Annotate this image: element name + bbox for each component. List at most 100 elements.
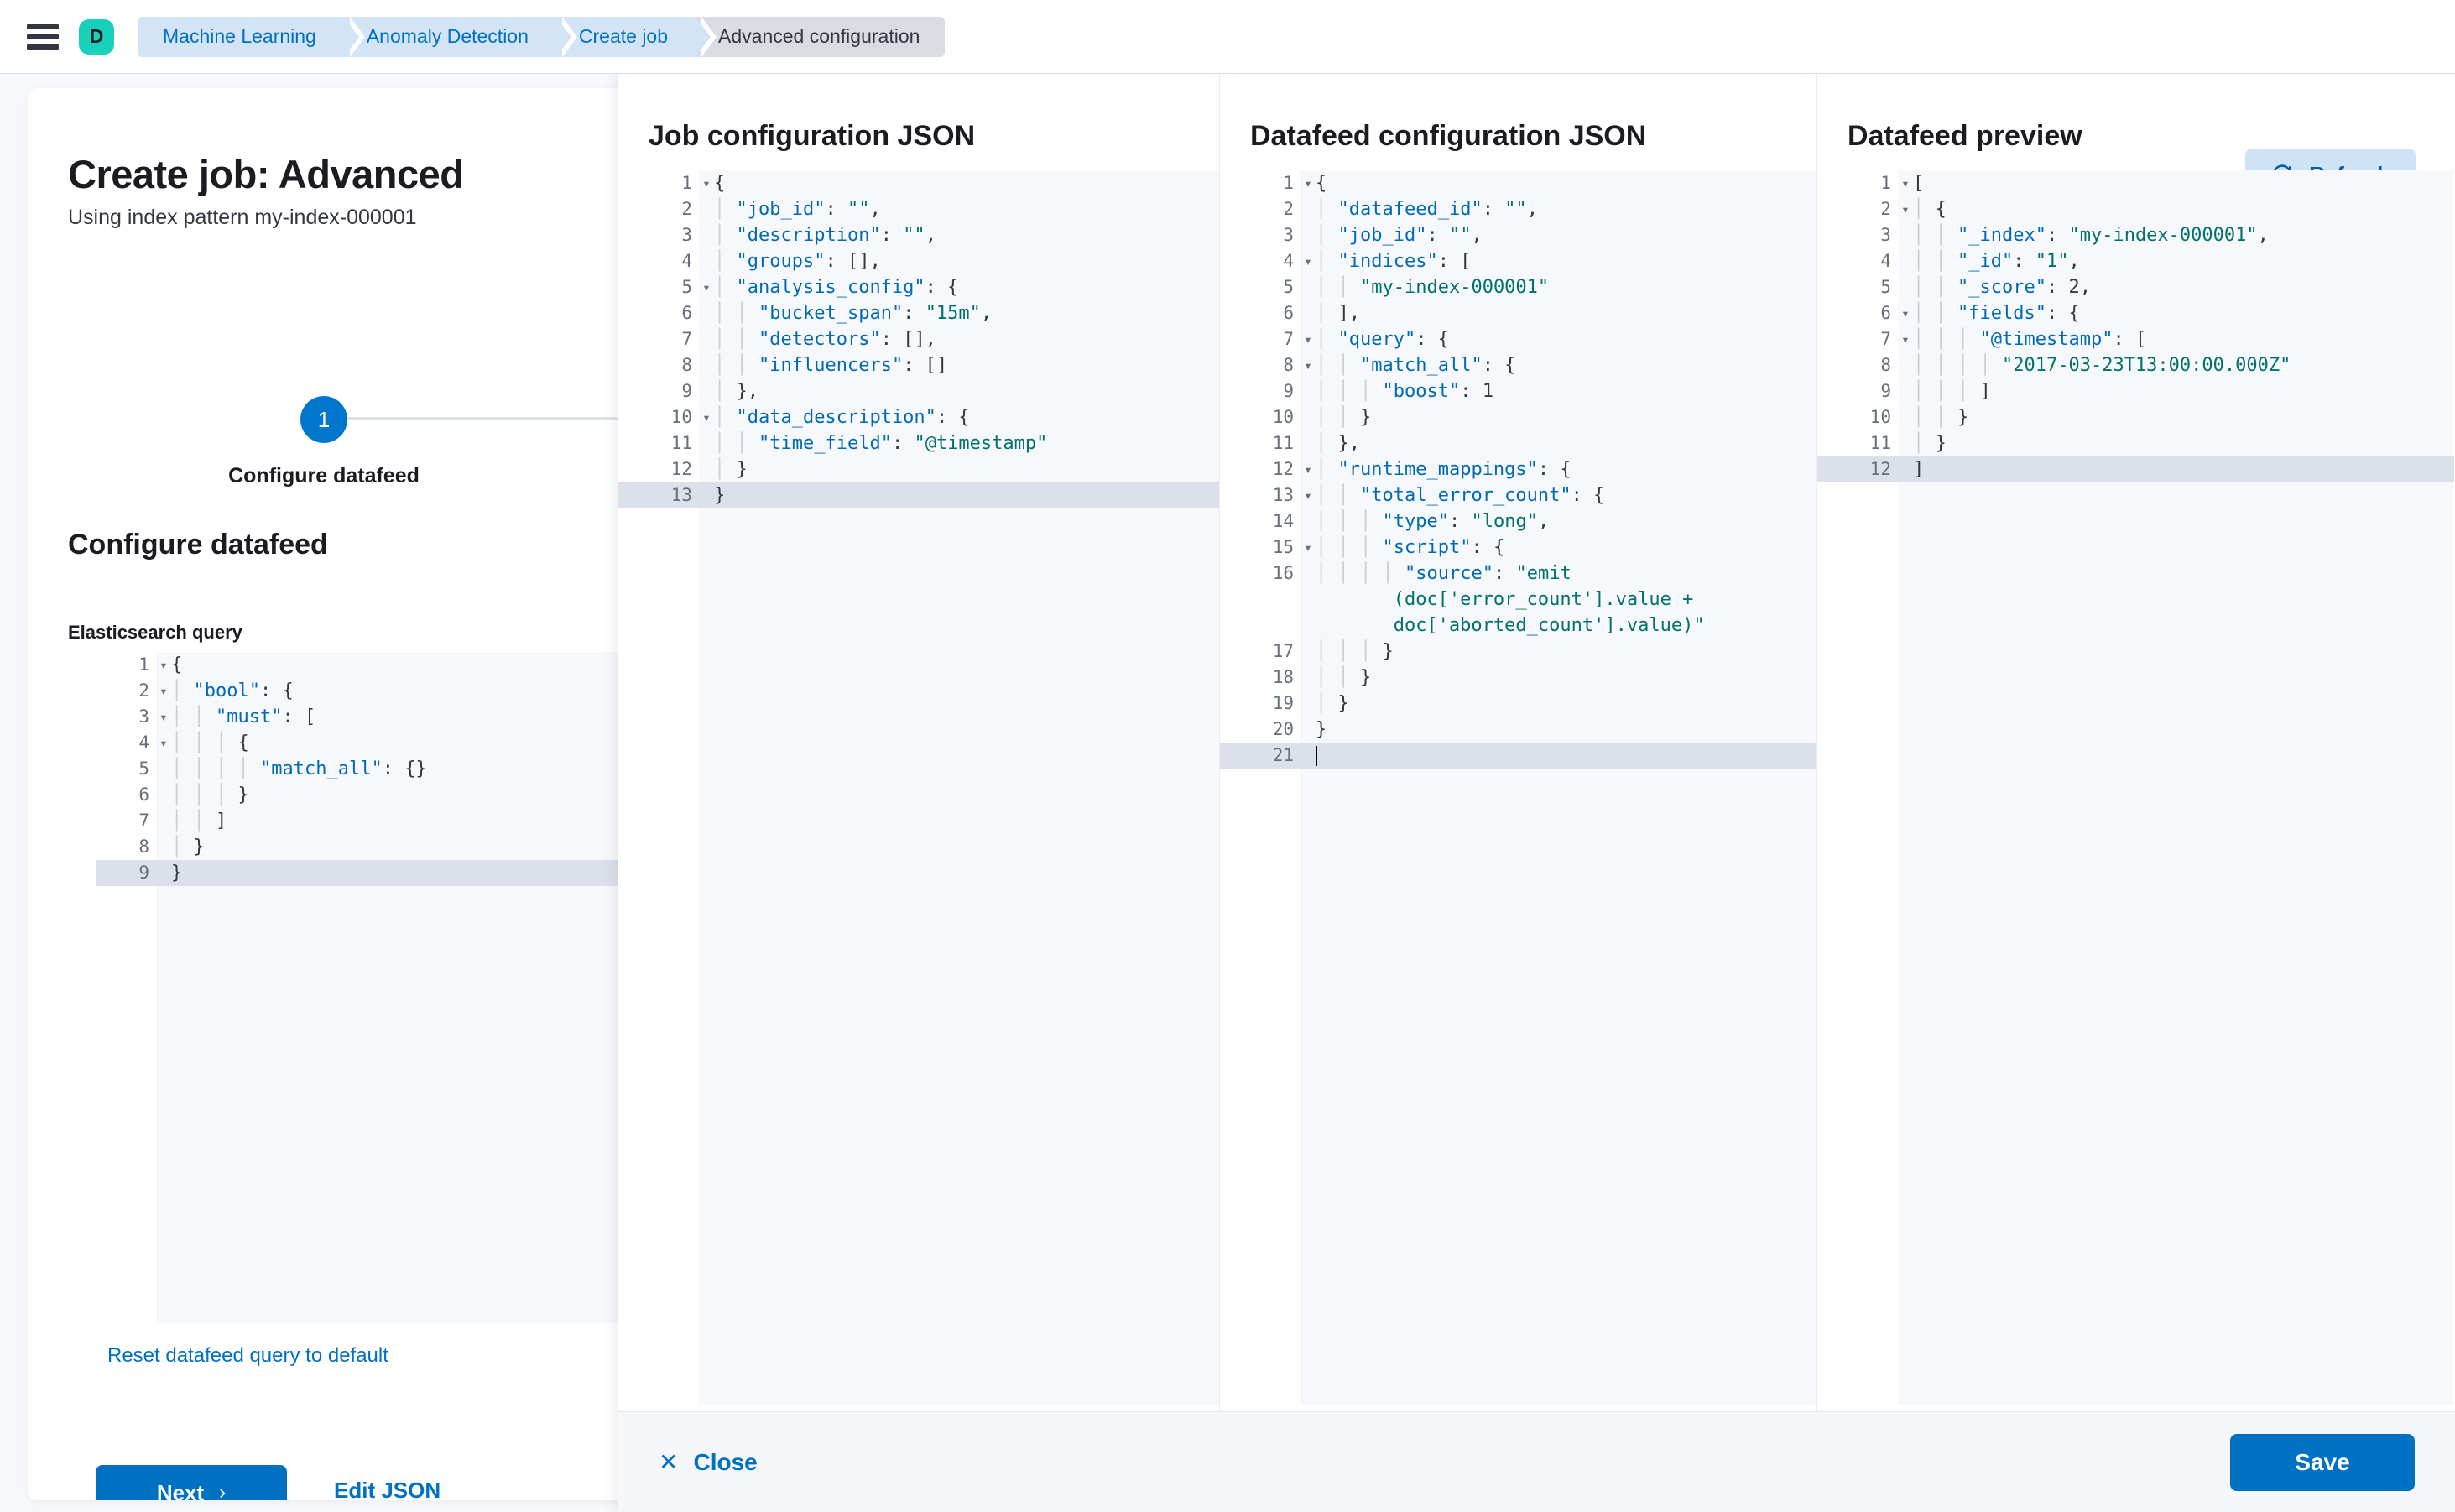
editor-line[interactable]: 8│ │ "influencers": []: [618, 352, 1219, 378]
editor-line[interactable]: 4▾│ │ │ {: [96, 730, 649, 756]
fold-toggle-icon[interactable]: ▾: [1901, 201, 1910, 217]
editor-line[interactable]: 12│ }: [618, 456, 1219, 482]
fold-toggle-icon[interactable]: ▾: [1304, 331, 1312, 347]
elasticsearch-query-editor[interactable]: 1▾{2▾│ "bool": {3▾│ │ "must": [4▾│ │ │ {…: [96, 652, 649, 1323]
editor-line[interactable]: 19│ }: [1220, 691, 1816, 717]
reset-datafeed-query-link[interactable]: Reset datafeed query to default: [107, 1344, 388, 1367]
editor-line[interactable]: 2│ "datafeed_id": "",: [1220, 196, 1816, 222]
editor-line[interactable]: 10▾│ "data_description": {: [618, 404, 1219, 430]
editor-line[interactable]: 7▾│ "query": {: [1220, 326, 1816, 352]
editor-line[interactable]: 3│ │ "_index": "my-index-000001",: [1817, 222, 2454, 248]
fold-toggle-icon[interactable]: ▾: [702, 279, 711, 295]
breadcrumb-item-machine-learning[interactable]: Machine Learning: [138, 16, 365, 57]
editor-line[interactable]: 5│ │ "my-index-000001": [1220, 274, 1816, 300]
job-configuration-json-editor[interactable]: 1▾{2│ "job_id": "",3│ "description": "",…: [618, 170, 1219, 1405]
fold-toggle-icon[interactable]: ▾: [159, 657, 168, 673]
editor-line[interactable]: 5▾│ "analysis_config": {: [618, 274, 1219, 300]
editor-line[interactable]: 1▾{: [618, 170, 1219, 196]
editor-line[interactable]: 3│ "job_id": "",: [1220, 222, 1816, 248]
editor-line[interactable]: 11│ },: [1220, 430, 1816, 456]
fold-toggle-icon[interactable]: ▾: [702, 409, 711, 425]
editor-line[interactable]: 9}: [96, 860, 649, 886]
editor-line[interactable]: 11│ │ "time_field": "@timestamp": [618, 430, 1219, 456]
editor-line[interactable]: 6│ │ │ }: [96, 782, 649, 808]
next-button[interactable]: Next ›: [96, 1465, 287, 1500]
editor-line[interactable]: 21: [1220, 743, 1816, 769]
editor-line[interactable]: 8▾│ │ "match_all": {: [1220, 352, 1816, 378]
editor-line[interactable]: 8│ │ │ │ "2017-03-23T13:00:00.000Z": [1817, 352, 2454, 378]
datafeed-configuration-json-editor[interactable]: 1▾{2│ "datafeed_id": "",3│ "job_id": "",…: [1220, 170, 1816, 1405]
editor-line[interactable]: 9│ },: [618, 378, 1219, 404]
fold-toggle-icon[interactable]: ▾: [159, 735, 168, 751]
breadcrumb-item-advanced-configuration[interactable]: Advanced configuration: [696, 16, 946, 57]
fold-toggle-icon[interactable]: ▾: [1901, 305, 1910, 321]
editor-line-number: 21: [1272, 745, 1294, 765]
editor-line[interactable]: 2▾│ "bool": {: [96, 678, 649, 704]
step-connector-line: [330, 417, 649, 420]
breadcrumb-item-create-job[interactable]: Create job: [556, 16, 717, 57]
editor-line[interactable]: 9│ │ │ "boost": 1: [1220, 378, 1816, 404]
editor-line[interactable]: 10│ │ }: [1220, 404, 1816, 430]
editor-line[interactable]: 15▾│ │ │ "script": {: [1220, 534, 1816, 560]
editor-line[interactable]: 3▾│ │ "must": [: [96, 704, 649, 730]
fold-toggle-icon[interactable]: ▾: [1304, 175, 1312, 191]
editor-line[interactable]: 9│ │ │ ]: [1817, 378, 2454, 404]
editor-line[interactable]: 4│ "groups": [],: [618, 248, 1219, 274]
editor-line[interactable]: 12]: [1817, 456, 2454, 482]
editor-line[interactable]: 1▾{: [96, 652, 649, 678]
fold-toggle-icon[interactable]: ▾: [1304, 253, 1312, 269]
editor-line[interactable]: 7▾│ │ │ "@timestamp": [: [1817, 326, 2454, 352]
editor-line[interactable]: 2│ "job_id": "",: [618, 196, 1219, 222]
fold-toggle-icon[interactable]: ▾: [702, 175, 711, 191]
hamburger-menu-icon[interactable]: [27, 23, 59, 50]
editor-line[interactable]: 18│ │ }: [1220, 665, 1816, 691]
editor-line[interactable]: 14│ │ │ "type": "long",: [1220, 508, 1816, 534]
fold-toggle-icon[interactable]: ▾: [1304, 487, 1312, 503]
editor-line-number: 1▾: [1817, 170, 1909, 196]
editor-line-text: │ }: [714, 459, 748, 480]
save-button[interactable]: Save: [2230, 1433, 2415, 1491]
editor-line[interactable]: 16│ │ │ │ "source": "emit(doc['error_cou…: [1220, 560, 1816, 639]
editor-line[interactable]: 4│ │ "_id": "1",: [1817, 248, 2454, 274]
fold-toggle-icon[interactable]: ▾: [1304, 540, 1312, 555]
editor-line-text: │ │ "_id": "1",: [1913, 251, 2080, 272]
fold-toggle-icon[interactable]: ▾: [1304, 461, 1312, 477]
editor-line[interactable]: 6│ ],: [1220, 300, 1816, 326]
step-indicator-1[interactable]: 1: [300, 396, 347, 443]
editor-line[interactable]: 4▾│ "indices": [: [1220, 248, 1816, 274]
editor-line-text: │ │ │ "boost": 1: [1316, 381, 1493, 402]
editor-line[interactable]: 5│ │ "_score": 2,: [1817, 274, 2454, 300]
fold-toggle-icon[interactable]: ▾: [1901, 175, 1910, 191]
editor-line[interactable]: 11│ }: [1817, 430, 2454, 456]
panel-job-configuration: Job configuration JSON 1▾{2│ "job_id": "…: [618, 74, 1219, 1420]
editor-line[interactable]: 12▾│ "runtime_mappings": {: [1220, 456, 1816, 482]
datafeed-preview-editor[interactable]: 1▾[2▾│ {3│ │ "_index": "my-index-000001"…: [1817, 170, 2454, 1405]
editor-line[interactable]: 20}: [1220, 717, 1816, 743]
editor-line[interactable]: 13▾│ │ "total_error_count": {: [1220, 482, 1816, 508]
fold-toggle-icon[interactable]: ▾: [159, 683, 168, 699]
editor-line-number: 11: [670, 433, 692, 453]
editor-line[interactable]: 13}: [618, 482, 1219, 508]
editor-line[interactable]: 6│ │ "bucket_span": "15m",: [618, 300, 1219, 326]
editor-line[interactable]: 3│ "description": "",: [618, 222, 1219, 248]
fold-toggle-icon[interactable]: ▾: [1901, 331, 1910, 347]
editor-line[interactable]: 5│ │ │ │ "match_all": {}: [96, 756, 649, 782]
elasticsearch-query-label: Elasticsearch query: [68, 622, 242, 643]
fold-toggle-icon[interactable]: ▾: [1304, 357, 1312, 373]
editor-line[interactable]: 10│ │ }: [1817, 404, 2454, 430]
editor-line[interactable]: 1▾[: [1817, 170, 2454, 196]
editor-line[interactable]: 6▾│ │ "fields": {: [1817, 300, 2454, 326]
edit-json-link[interactable]: Edit JSON: [334, 1478, 441, 1500]
editor-line[interactable]: 1▾{: [1220, 170, 1816, 196]
avatar[interactable]: D: [79, 18, 114, 55]
editor-line[interactable]: 8│ }: [96, 834, 649, 860]
close-button[interactable]: ✕ Close: [659, 1448, 758, 1476]
fold-toggle-icon[interactable]: ▾: [159, 709, 168, 725]
editor-line-number: 2: [681, 199, 692, 219]
editor-line[interactable]: 7│ │ ]: [96, 808, 649, 834]
editor-line[interactable]: 7│ │ "detectors": [],: [618, 326, 1219, 352]
editor-line-text: │ │ "match_all": {: [1316, 355, 1516, 376]
breadcrumb-item-anomaly-detection[interactable]: Anomaly Detection: [344, 16, 577, 57]
editor-line[interactable]: 2▾│ {: [1817, 196, 2454, 222]
editor-line[interactable]: 17│ │ │ }: [1220, 639, 1816, 665]
